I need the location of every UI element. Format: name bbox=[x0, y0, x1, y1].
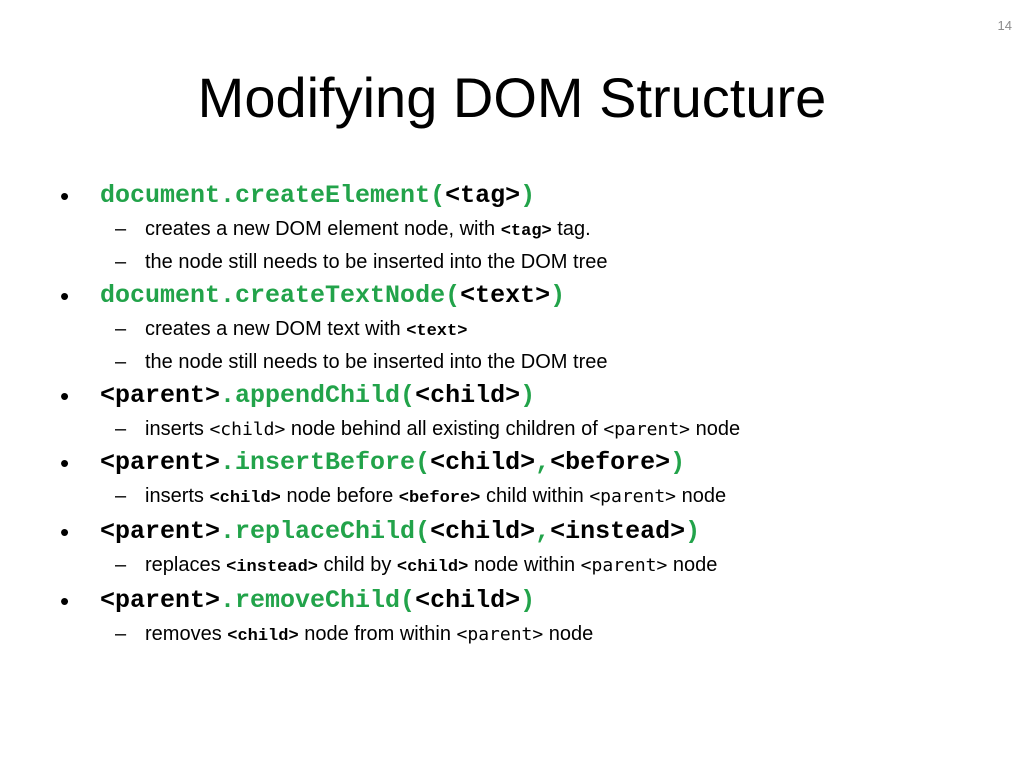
detail-line: inserts <child> node behind all existing… bbox=[60, 414, 1000, 445]
method-close: ) bbox=[685, 517, 701, 546]
detail-text: inserts bbox=[145, 485, 210, 507]
bullet-list: document.createElement(<tag>) creates a … bbox=[60, 178, 1000, 652]
bullet-append-child: <parent>.appendChild(<child>) bbox=[60, 378, 1000, 414]
method-call: .createElement( bbox=[220, 181, 446, 210]
method-close: ) bbox=[550, 281, 566, 310]
method-prefix: document bbox=[100, 181, 221, 210]
detail-text: child within bbox=[480, 485, 590, 507]
detail-text: node bbox=[543, 623, 594, 645]
method-call: .createTextNode( bbox=[220, 281, 461, 310]
slide-title: Modifying DOM Structure bbox=[197, 66, 827, 129]
detail-code: <tag> bbox=[500, 222, 552, 241]
method-prefix: document bbox=[100, 281, 221, 310]
detail-code: <parent> bbox=[589, 486, 677, 507]
bullet-remove-child: <parent>.removeChild(<child>) bbox=[60, 583, 1000, 619]
method-call: .removeChild( bbox=[220, 586, 416, 615]
detail-line: removes <child> node from within <parent… bbox=[60, 619, 1000, 652]
method-prefix: <parent> bbox=[100, 448, 221, 477]
detail-code: <child> bbox=[396, 558, 469, 577]
detail-line: inserts <child> node before <before> chi… bbox=[60, 481, 1000, 514]
detail-code: <parent> bbox=[603, 419, 691, 440]
method-arg: <child> bbox=[430, 517, 536, 546]
detail-code: <child> bbox=[209, 489, 281, 508]
detail-line: creates a new DOM text with <text> bbox=[60, 314, 1000, 347]
detail-text: the node still needs to be inserted into… bbox=[145, 251, 608, 273]
detail-text: tag. bbox=[551, 218, 591, 240]
bullet-create-text-node: document.createTextNode(<text>) bbox=[60, 278, 1000, 314]
detail-line: the node still needs to be inserted into… bbox=[60, 347, 1000, 378]
detail-code: <before> bbox=[398, 489, 481, 508]
detail-text: node within bbox=[468, 554, 581, 576]
method-arg: <text> bbox=[460, 281, 551, 310]
detail-text: node from within bbox=[298, 623, 457, 645]
detail-text: node bbox=[667, 554, 718, 576]
method-prefix: <parent> bbox=[100, 586, 221, 615]
bullet-replace-child: <parent>.replaceChild(<child>,<instead>) bbox=[60, 514, 1000, 550]
method-arg: <child> bbox=[430, 448, 536, 477]
bullet-create-element: document.createElement(<tag>) bbox=[60, 178, 1000, 214]
method-sep: , bbox=[535, 517, 551, 546]
method-call: .replaceChild( bbox=[220, 517, 431, 546]
detail-text: removes bbox=[145, 623, 228, 645]
method-close: ) bbox=[520, 381, 536, 410]
method-close: ) bbox=[520, 181, 536, 210]
detail-code: <child> bbox=[227, 627, 299, 646]
detail-text: node bbox=[690, 418, 741, 440]
detail-text: inserts bbox=[145, 418, 210, 440]
detail-line: creates a new DOM element node, with <ta… bbox=[60, 214, 1000, 247]
method-prefix: <parent> bbox=[100, 381, 221, 410]
method-close: ) bbox=[670, 448, 686, 477]
detail-text: the node still needs to be inserted into… bbox=[145, 351, 608, 373]
bullet-insert-before: <parent>.insertBefore(<child>,<before>) bbox=[60, 445, 1000, 481]
detail-text: node before bbox=[280, 485, 399, 507]
method-arg: <tag> bbox=[445, 181, 521, 210]
page-number: 14 bbox=[997, 18, 1012, 33]
detail-line: the node still needs to be inserted into… bbox=[60, 247, 1000, 278]
method-arg: <before> bbox=[550, 448, 671, 477]
detail-text: node bbox=[676, 485, 727, 507]
detail-code: <child> bbox=[209, 419, 286, 440]
detail-text: node behind all existing children of bbox=[285, 418, 604, 440]
detail-code: <parent> bbox=[580, 555, 668, 576]
detail-code: <instead> bbox=[226, 558, 318, 577]
method-arg: <child> bbox=[415, 381, 521, 410]
detail-line: replaces <instead> child by <child> node… bbox=[60, 550, 1000, 583]
method-arg: <child> bbox=[415, 586, 521, 615]
method-prefix: <parent> bbox=[100, 517, 221, 546]
detail-text: child by bbox=[317, 554, 397, 576]
detail-text: creates a new DOM element node, with bbox=[145, 218, 501, 240]
detail-code: <parent> bbox=[456, 624, 544, 645]
detail-code: <text> bbox=[406, 322, 468, 341]
method-close: ) bbox=[520, 586, 536, 615]
method-sep: , bbox=[535, 448, 551, 477]
method-call: .insertBefore( bbox=[220, 448, 431, 477]
method-call: .appendChild( bbox=[220, 381, 416, 410]
method-arg: <instead> bbox=[550, 517, 686, 546]
detail-text: replaces bbox=[145, 554, 227, 576]
detail-text: creates a new DOM text with bbox=[145, 318, 407, 340]
